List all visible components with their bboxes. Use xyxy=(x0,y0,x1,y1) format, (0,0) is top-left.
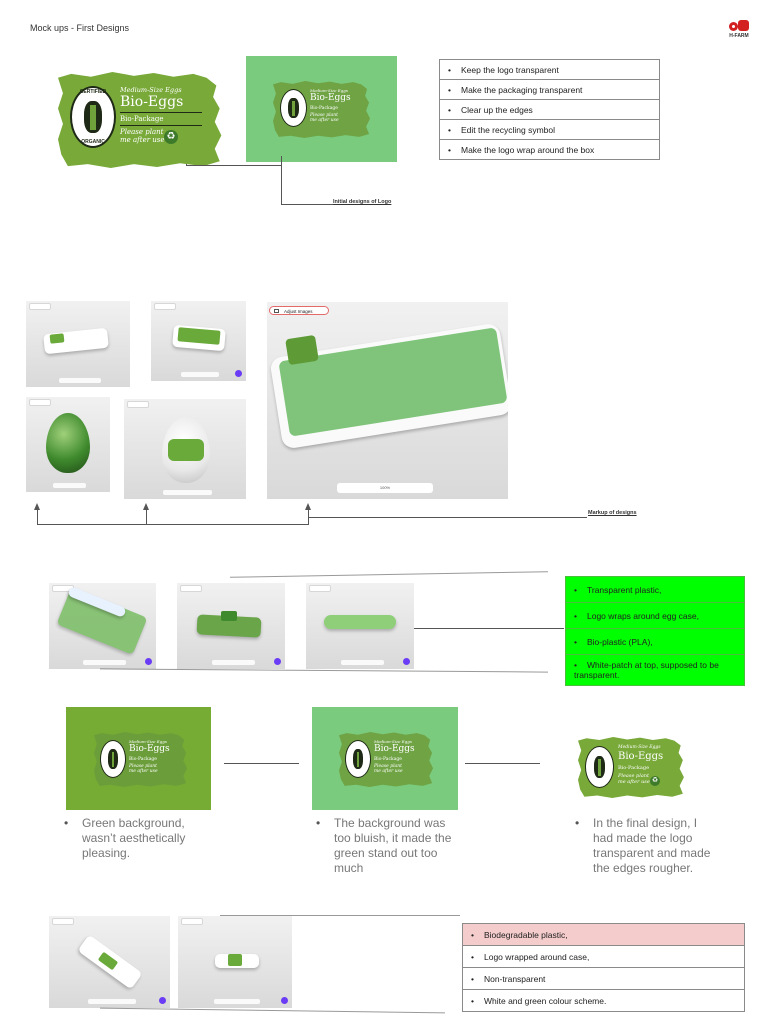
logo-size-text: Medium-Size Eggs xyxy=(618,745,661,750)
list-item: Make the packaging transparent xyxy=(439,79,660,100)
viewer-toolbar[interactable]: 100% xyxy=(337,483,433,493)
list-item: Clear up the edges xyxy=(439,99,660,120)
logo-brand-text: Bio-Eggs xyxy=(374,744,415,754)
feedback-list: Keep the logo transparent Make the packa… xyxy=(439,59,660,160)
note-bluish-bg: •The background was too bluish, it made … xyxy=(316,816,452,875)
mockup-thumbnail[interactable] xyxy=(151,301,246,381)
adjust-images-label: Adjust Images xyxy=(284,309,313,314)
logo-plant-text-1: Please plant xyxy=(120,128,164,136)
spec-list-transparent: Transparent plastic, Logo wraps around e… xyxy=(565,576,745,686)
logo-plant-text-1: Please plant xyxy=(310,113,338,118)
logo-plant-text-1: Please plant xyxy=(129,764,157,769)
viewer-icon[interactable] xyxy=(145,658,152,665)
certified-organic-seal: CERTIFIED ORGANIC xyxy=(70,86,116,148)
viewer-icon[interactable] xyxy=(274,658,281,665)
logo-plant-text-2: me after use xyxy=(129,769,158,774)
logo-brand-text: Bio-Eggs xyxy=(618,751,664,762)
zoom-level: 100% xyxy=(379,485,391,490)
note-final-design: •In the final design, I had made the log… xyxy=(575,816,711,875)
list-item: Keep the logo transparent xyxy=(439,59,660,80)
note-text: In the final design, I had made the logo… xyxy=(593,816,711,875)
mockup-large-viewer[interactable]: Adjust Images 100% xyxy=(267,302,508,499)
list-item: Transparent plastic, xyxy=(565,576,745,603)
mockup-thumbnail[interactable] xyxy=(49,916,170,1008)
viewer-icon[interactable] xyxy=(159,997,166,1004)
list-item: White and green colour scheme. xyxy=(462,989,745,1012)
logo-size-text: Medium-Size Eggs xyxy=(120,86,182,94)
tractor-icon xyxy=(729,20,749,32)
seal-bottom-text: ORGANIC xyxy=(81,139,105,145)
note-text: Green background, wasn’t aesthetically p… xyxy=(82,816,186,860)
list-item: Non-transparent xyxy=(462,967,745,990)
logo-package-text: Bio-Package xyxy=(618,765,650,771)
logo-brand-text: Bio-Eggs xyxy=(120,94,184,110)
adjust-images-button[interactable]: Adjust Images xyxy=(269,306,329,315)
note-text: The background was too bluish, it made t… xyxy=(334,816,452,875)
mockup-thumbnail[interactable] xyxy=(306,583,414,669)
viewer-icon[interactable] xyxy=(403,658,410,665)
viewer-icon[interactable] xyxy=(281,997,288,1004)
brand-logo: H-FARM xyxy=(726,20,752,39)
logo-brand-text: Bio-Eggs xyxy=(129,744,170,754)
logo-plant-text-2: me after use xyxy=(618,779,650,785)
caption-markup: Markup of designs xyxy=(588,510,637,516)
caption-logo: Initial designs of Logo xyxy=(333,199,392,205)
certified-organic-seal xyxy=(280,89,307,127)
logo-on-green-bg: Medium-Size Eggs Bio-Eggs Bio-Package Pl… xyxy=(66,707,211,810)
mockup-thumbnail[interactable] xyxy=(26,397,110,492)
mockup-thumbnail[interactable] xyxy=(49,583,156,669)
logo-brand-text: Bio-Eggs xyxy=(310,93,351,103)
viewer-icon[interactable] xyxy=(235,370,242,377)
mockup-thumbnail[interactable] xyxy=(178,916,292,1008)
logo-package-text: Bio-Package xyxy=(310,106,338,111)
page-title: Mock ups - First Designs xyxy=(30,23,130,33)
logo-package-text: Bio-Package xyxy=(120,115,164,123)
logo-plant-text-2: me after use xyxy=(310,118,339,123)
brand-name: H-FARM xyxy=(729,33,749,39)
logo-preview: Medium-Size Eggs Bio-Eggs Bio-Package Pl… xyxy=(273,81,371,138)
mockup-thumbnail[interactable] xyxy=(124,399,246,499)
seal-top-text: CERTIFIED xyxy=(79,89,107,95)
list-item: White-patch at top, supposed to be trans… xyxy=(565,654,745,686)
list-item: Edit the recycling symbol xyxy=(439,119,660,140)
mockup-thumbnail[interactable] xyxy=(26,301,130,387)
list-item: Logo wraps around egg case, xyxy=(565,602,745,629)
recycle-icon: ♻ xyxy=(164,130,178,144)
list-item: Bio-plastic (PLA), xyxy=(565,628,745,655)
logo-plant-text-1: Please plant xyxy=(374,764,402,769)
logo-final: Medium-Size Eggs Bio-Eggs Bio-Package Pl… xyxy=(578,737,684,798)
logo-size-text: Medium-Size Eggs xyxy=(129,739,167,744)
list-item: Make the logo wrap around the box xyxy=(439,139,660,160)
logo-package-text: Bio-Package xyxy=(129,757,157,762)
list-item: Biodegradable plastic, xyxy=(462,923,745,946)
logo-initial: CERTIFIED ORGANIC Medium-Size Eggs Bio-E… xyxy=(58,72,222,168)
logo-plant-text-1: Please plant xyxy=(618,773,650,779)
logo-size-text: Medium-Size Eggs xyxy=(310,88,348,93)
logo-package-text: Bio-Package xyxy=(374,757,402,762)
logo-plant-text-2: me after use xyxy=(374,769,403,774)
recycle-icon: ♻ xyxy=(650,776,660,786)
note-green-bg: •Green background, wasn’t aesthetically … xyxy=(64,816,186,860)
logo-size-text: Medium-Size Eggs xyxy=(374,739,412,744)
logo-preview-panel: Medium-Size Eggs Bio-Eggs Bio-Package Pl… xyxy=(246,56,397,162)
image-icon xyxy=(274,309,279,313)
list-item: Logo wrapped around case, xyxy=(462,945,745,968)
logo-on-bluish-bg: Medium-Size Eggs Bio-Eggs Bio-Package Pl… xyxy=(312,707,458,810)
spec-list-final: Biodegradable plastic, Logo wrapped arou… xyxy=(462,923,745,1012)
logo-plant-text-2: me after use xyxy=(120,136,165,144)
mockup-thumbnail[interactable] xyxy=(177,583,285,669)
